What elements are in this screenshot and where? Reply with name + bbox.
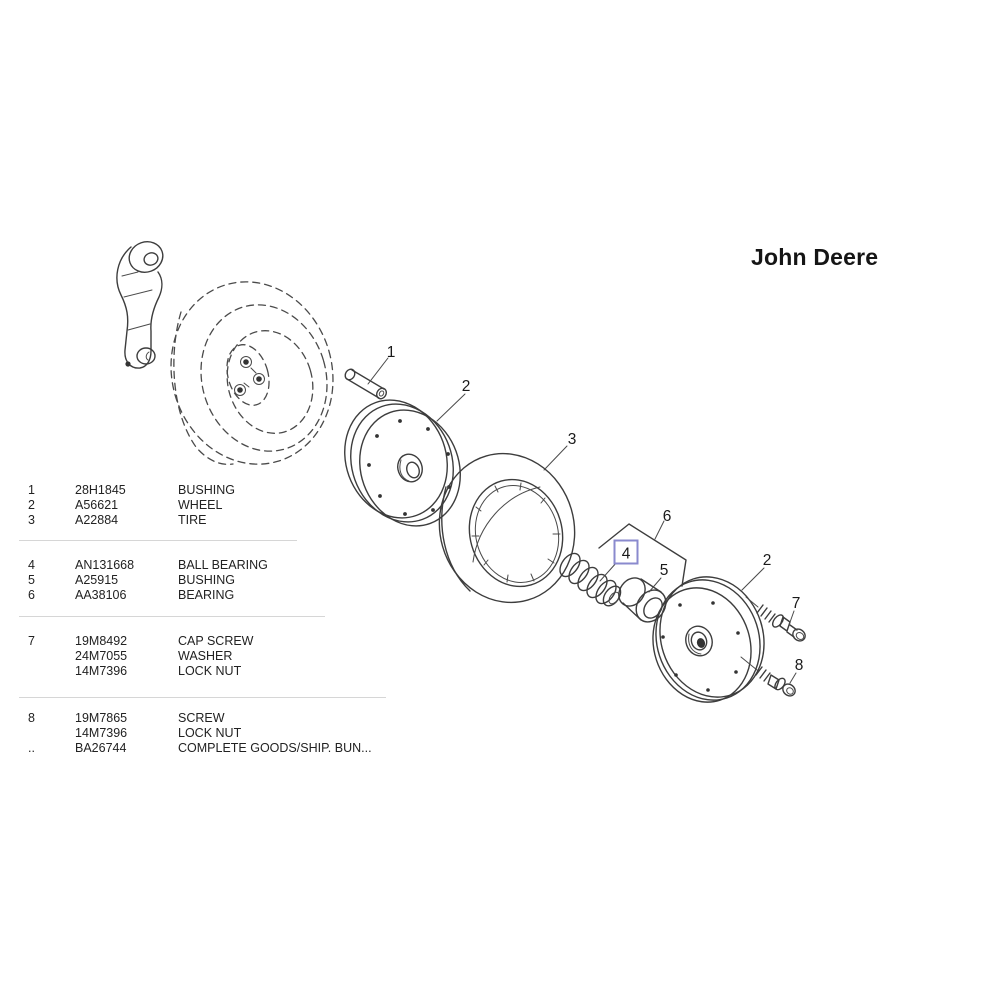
parts-group-3: 7 19M8492 CAP SCREW 24M7055 WASHER 14M73… bbox=[0, 634, 430, 679]
callout-3[interactable]: 3 bbox=[568, 431, 577, 448]
leader-lines bbox=[367, 357, 797, 684]
item-number: 7 bbox=[28, 634, 35, 648]
table-row[interactable]: 14M7396 LOCK NUT bbox=[0, 726, 430, 741]
part-number: 28H1845 bbox=[75, 483, 126, 497]
table-divider bbox=[19, 616, 325, 617]
table-row[interactable]: 1 28H1845 BUSHING bbox=[0, 483, 430, 498]
part-number: AN131668 bbox=[75, 558, 135, 572]
table-row[interactable]: 5 A25915 BUSHING bbox=[0, 573, 430, 588]
callout-2-rear[interactable]: 2 bbox=[763, 552, 772, 569]
callout-4: 4 bbox=[622, 546, 631, 563]
part-number: 24M7055 bbox=[75, 649, 128, 663]
arm-part bbox=[116, 241, 164, 369]
table-row[interactable]: 4 AN131668 BALL BEARING bbox=[0, 558, 430, 573]
part-number: 19M8492 bbox=[75, 634, 128, 648]
table-row[interactable]: 2 A56621 WHEEL bbox=[0, 498, 430, 513]
part-number: 14M7396 bbox=[75, 726, 128, 740]
part-description: LOCK NUT bbox=[178, 726, 242, 740]
callout-2-front[interactable]: 2 bbox=[462, 378, 471, 395]
callout-8[interactable]: 8 bbox=[795, 657, 804, 674]
wheel-half-front-part bbox=[344, 399, 461, 527]
item-number: 1 bbox=[28, 483, 35, 497]
bushing-part bbox=[618, 577, 667, 623]
parts-group-4: 8 19M7865 SCREW 14M7396 LOCK NUT .. BA26… bbox=[0, 711, 430, 756]
part-number: A56621 bbox=[75, 498, 119, 512]
part-description: TIRE bbox=[178, 513, 207, 527]
part-description: WASHER bbox=[178, 649, 233, 663]
part-description: CAP SCREW bbox=[178, 634, 254, 648]
group-bracket-6 bbox=[598, 523, 687, 587]
item-number: 2 bbox=[28, 498, 35, 512]
screw-part bbox=[740, 656, 796, 697]
bushing-pin-part bbox=[344, 368, 388, 400]
item-number: .. bbox=[28, 741, 35, 755]
tire-bead-notches bbox=[471, 482, 561, 583]
phantom-wheel-assembly bbox=[170, 281, 334, 465]
highlight-box bbox=[613, 539, 639, 565]
part-description: BEARING bbox=[178, 588, 235, 602]
callout-6[interactable]: 6 bbox=[663, 508, 672, 525]
part-number: A25915 bbox=[75, 573, 119, 587]
part-description: SCREW bbox=[178, 711, 225, 725]
item-number: 5 bbox=[28, 573, 35, 587]
part-number: AA38106 bbox=[75, 588, 127, 602]
table-divider bbox=[19, 540, 297, 541]
callout-1[interactable]: 1 bbox=[387, 344, 396, 361]
part-number: 19M7865 bbox=[75, 711, 128, 725]
item-number: 6 bbox=[28, 588, 35, 602]
callout-5[interactable]: 5 bbox=[660, 562, 669, 579]
part-description: BUSHING bbox=[178, 483, 235, 497]
phantom-hub-bolts bbox=[234, 356, 265, 396]
table-row[interactable]: 24M7055 WASHER bbox=[0, 649, 430, 664]
page-title: John Deere bbox=[751, 244, 879, 270]
table-row[interactable]: 14M7396 LOCK NUT bbox=[0, 664, 430, 679]
parts-group-1: 1 28H1845 BUSHING 2 A56621 WHEEL 3 A2288… bbox=[0, 483, 430, 528]
item-number: 8 bbox=[28, 711, 35, 725]
table-row[interactable]: 3 A22884 TIRE bbox=[0, 513, 430, 528]
part-description: BALL BEARING bbox=[178, 558, 268, 572]
table-row[interactable]: 8 19M7865 SCREW bbox=[0, 711, 430, 726]
table-divider bbox=[19, 697, 386, 698]
part-number: BA26744 bbox=[75, 741, 127, 755]
table-row[interactable]: .. BA26744 COMPLETE GOODS/SHIP. BUN... bbox=[0, 741, 430, 756]
part-description: LOCK NUT bbox=[178, 664, 242, 678]
part-description: WHEEL bbox=[178, 498, 223, 512]
item-number: 3 bbox=[28, 513, 35, 527]
part-number: 14M7396 bbox=[75, 664, 128, 678]
item-number: 4 bbox=[28, 558, 35, 572]
cap-screw-part bbox=[745, 596, 806, 642]
callout-7[interactable]: 7 bbox=[792, 595, 801, 612]
part-number: A22884 bbox=[75, 513, 119, 527]
callout-4-highlighted[interactable]: 4 bbox=[613, 539, 639, 565]
part-description: COMPLETE GOODS/SHIP. BUN... bbox=[178, 741, 372, 755]
tire-part bbox=[438, 452, 576, 604]
table-row[interactable]: 7 19M8492 CAP SCREW bbox=[0, 634, 430, 649]
table-row[interactable]: 6 AA38106 BEARING bbox=[0, 588, 430, 603]
wheel-half-rear-part bbox=[652, 576, 765, 703]
part-description: BUSHING bbox=[178, 573, 235, 587]
parts-group-2: 4 AN131668 BALL BEARING 5 A25915 BUSHING… bbox=[0, 558, 430, 603]
